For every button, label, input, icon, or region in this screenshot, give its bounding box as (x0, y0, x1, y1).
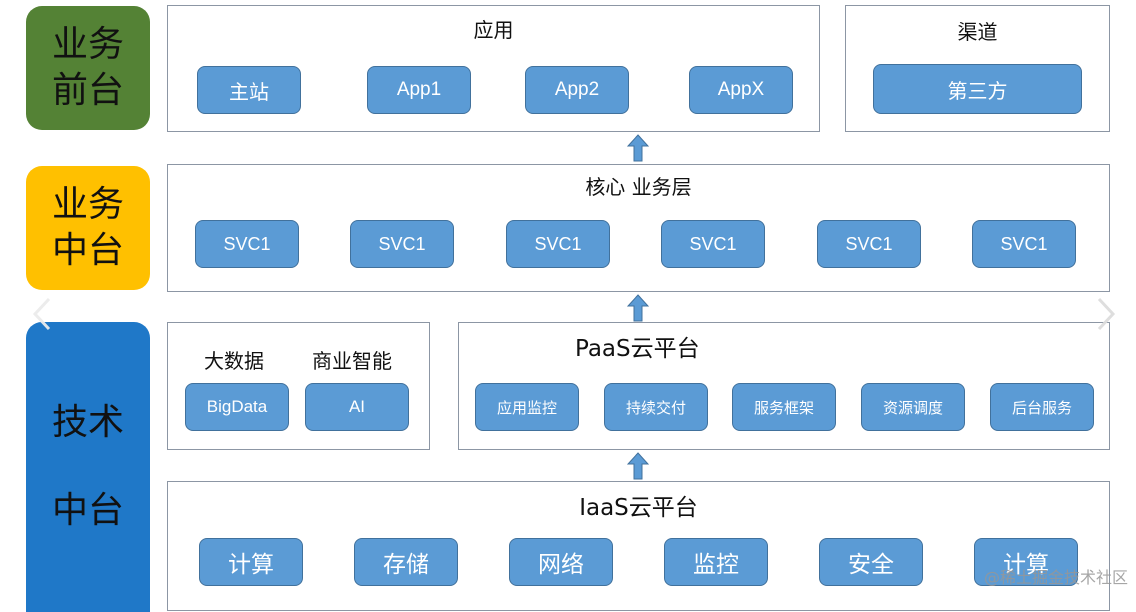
iaas-title: IaaS云平台 (579, 495, 698, 521)
layer-label: 业务 前台 (51, 24, 124, 111)
app-button-appx[interactable]: AppX (689, 66, 793, 114)
app-button-app2[interactable]: App2 (525, 66, 629, 114)
core-business-frame: 核心 业务层 SVC1 SVC1 SVC1 SVC1 SVC1 SVC1 (167, 164, 1110, 292)
iaas-button-monitoring[interactable]: 监控 (664, 538, 768, 586)
paas-button-delivery[interactable]: 持续交付 (604, 383, 708, 431)
ai-title: 商业智能 (312, 349, 392, 373)
watermark: @稀土掘金技术社区 (983, 568, 1128, 587)
layer-label: 技术 中台 (51, 402, 124, 531)
data-frame: 大数据 商业智能 BigData AI (167, 322, 430, 450)
iaas-button-network[interactable]: 网络 (509, 538, 613, 586)
app-button-main[interactable]: 主站 (197, 66, 301, 114)
apps-title: 应用 (473, 18, 514, 42)
layer-tech-middle: 技术 中台 (26, 322, 150, 612)
iaas-button-storage[interactable]: 存储 (354, 538, 458, 586)
service-button[interactable]: SVC1 (817, 220, 921, 268)
service-button[interactable]: SVC1 (661, 220, 765, 268)
layer-label: 业务 中台 (51, 184, 124, 271)
iaas-button-compute-2[interactable]: 计算 (974, 538, 1078, 586)
channel-button-third-party[interactable]: 第三方 (873, 64, 1082, 114)
apps-frame: 应用 主站 App1 App2 AppX (167, 5, 820, 132)
paas-button-backend[interactable]: 后台服务 (990, 383, 1094, 431)
chevron-right-icon (1097, 297, 1116, 331)
carousel-prev-button[interactable] (28, 296, 56, 332)
chevron-left-icon (32, 297, 51, 331)
layer-business-middle: 业务 中台 (26, 166, 150, 290)
up-arrow-icon (627, 294, 649, 322)
app-button-app1[interactable]: App1 (367, 66, 471, 114)
ai-button[interactable]: AI (305, 383, 409, 431)
channel-title: 渠道 (957, 20, 998, 44)
iaas-button-security[interactable]: 安全 (819, 538, 923, 586)
iaas-frame: IaaS云平台 计算 存储 网络 监控 安全 计算 (167, 481, 1110, 611)
bigdata-title: 大数据 (204, 349, 264, 373)
service-button[interactable]: SVC1 (350, 220, 454, 268)
up-arrow-icon (627, 452, 649, 480)
carousel-next-button[interactable] (1092, 296, 1120, 332)
paas-frame: PaaS云平台 应用监控 持续交付 服务框架 资源调度 后台服务 (458, 322, 1110, 450)
channel-frame: 渠道 第三方 (845, 5, 1110, 132)
service-button[interactable]: SVC1 (195, 220, 299, 268)
bigdata-button[interactable]: BigData (185, 383, 289, 431)
service-button[interactable]: SVC1 (972, 220, 1076, 268)
up-arrow-icon (627, 134, 649, 162)
paas-button-monitoring[interactable]: 应用监控 (475, 383, 579, 431)
layer-business-frontend: 业务 前台 (26, 6, 150, 130)
paas-button-scheduling[interactable]: 资源调度 (861, 383, 965, 431)
paas-title: PaaS云平台 (575, 336, 700, 362)
iaas-button-compute[interactable]: 计算 (199, 538, 303, 586)
service-button[interactable]: SVC1 (506, 220, 610, 268)
core-business-title: 核心 业务层 (585, 175, 692, 199)
paas-button-framework[interactable]: 服务框架 (732, 383, 836, 431)
